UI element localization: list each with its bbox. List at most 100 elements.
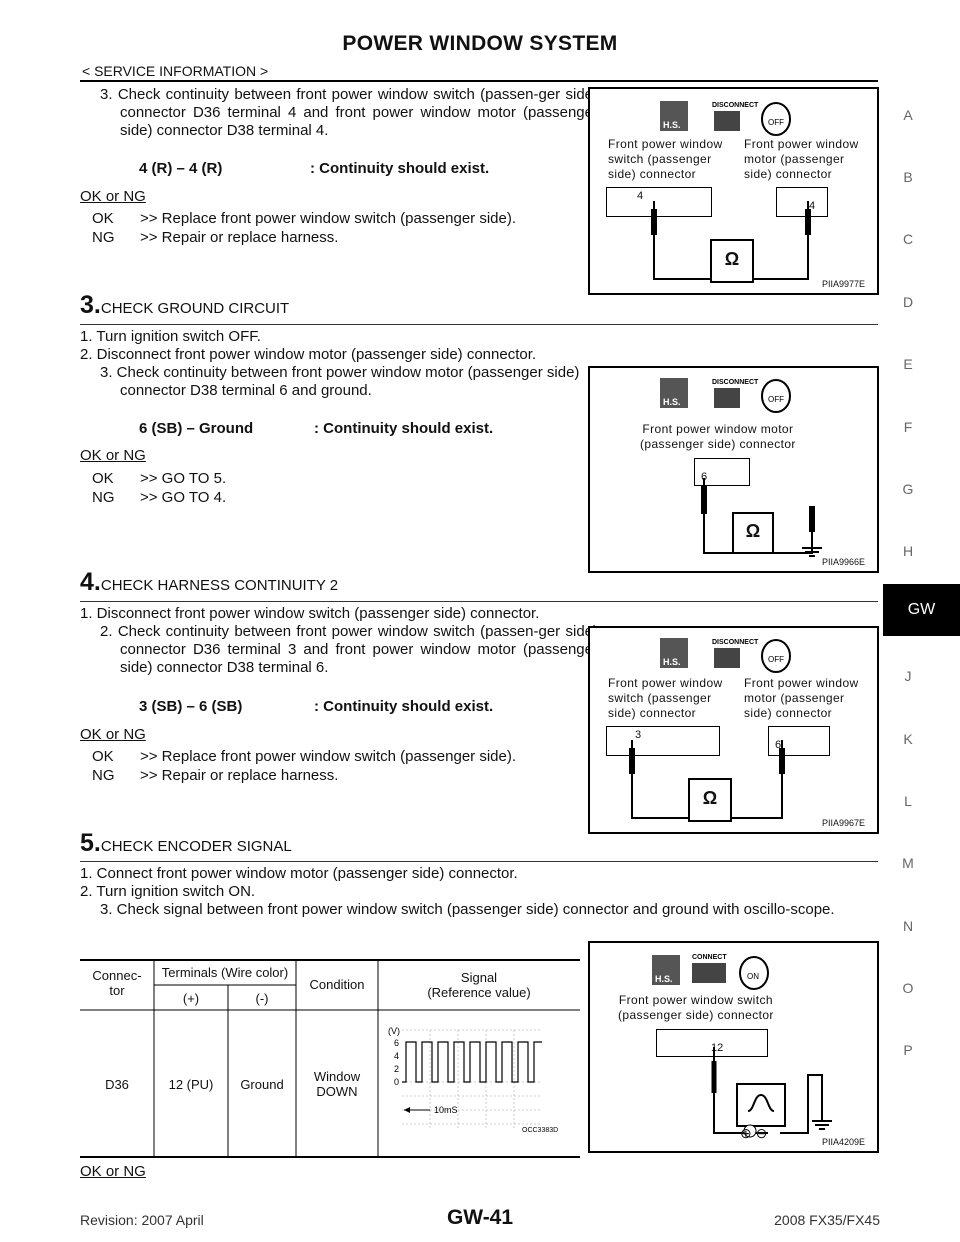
footer-revision: Revision: 2007 April xyxy=(80,1212,204,1228)
ok-option: OK>> GO TO 5. xyxy=(92,470,227,487)
svg-text:DISCONNECT: DISCONNECT xyxy=(712,379,759,386)
figure-code: PIIA9966E xyxy=(821,557,865,567)
index-letter-h[interactable]: H xyxy=(902,543,914,559)
switch-connector: 3 xyxy=(606,726,720,756)
svg-text:H.S.: H.S. xyxy=(663,657,681,667)
svg-text:CONNECT: CONNECT xyxy=(692,954,727,961)
svg-text:2: 2 xyxy=(394,1064,399,1074)
figure-code: PIIA9967E xyxy=(821,818,865,828)
svg-text:OFF: OFF xyxy=(768,655,784,664)
index-letter-g[interactable]: G xyxy=(902,481,914,497)
svg-text:OFF: OFF xyxy=(768,395,784,404)
oscilloscope-icon xyxy=(736,1083,786,1138)
index-letter-b[interactable]: B xyxy=(903,169,913,185)
ohmmeter-icon: Ω xyxy=(732,512,774,554)
switch-connector: 12 xyxy=(656,1029,768,1057)
svg-text:H.S.: H.S. xyxy=(663,120,681,130)
index-letter-e[interactable]: E xyxy=(903,356,913,372)
index-letter-f[interactable]: F xyxy=(903,419,913,435)
step5-item3: 3. Check signal between front power wind… xyxy=(100,901,835,918)
spec-left: 6 (SB) – Ground xyxy=(139,420,254,437)
svg-text:DISCONNECT: DISCONNECT xyxy=(712,102,759,109)
motor-connector: 4 xyxy=(776,187,828,217)
figure-encoder-signal: H.S. CONNECT ON Front power window switc… xyxy=(588,941,879,1153)
signal-table: Connec- tor Terminals (Wire color) (+) (… xyxy=(80,959,580,1158)
section-tab-gw[interactable]: GW xyxy=(883,584,960,636)
svg-text:6: 6 xyxy=(394,1038,399,1048)
svg-text:ON: ON xyxy=(747,972,759,981)
terminal-label: 3 xyxy=(635,729,642,741)
label-switch-connector: Front power window switch (passenger sid… xyxy=(608,676,723,720)
svg-text:H.S.: H.S. xyxy=(655,974,673,984)
header-condition: Condition xyxy=(309,977,365,992)
header-connector: Connec- tor xyxy=(92,968,142,998)
index-letter-l[interactable]: L xyxy=(904,793,912,809)
svg-text:0: 0 xyxy=(394,1077,399,1087)
step-rule xyxy=(80,324,878,325)
svg-text:(V): (V) xyxy=(388,1026,400,1036)
index-letter-o[interactable]: O xyxy=(902,980,914,996)
index-letter-m[interactable]: M xyxy=(902,855,914,871)
motor-connector: 6 xyxy=(768,726,830,756)
probe-wires xyxy=(711,1047,832,1134)
label-motor-connector: Front power window motor (passenger side… xyxy=(744,137,859,181)
header-rule xyxy=(80,80,878,82)
svg-text:10mS: 10mS xyxy=(434,1105,458,1115)
svg-text:DISCONNECT: DISCONNECT xyxy=(712,639,759,646)
index-letter-a[interactable]: A xyxy=(903,107,913,123)
terminal-label: 6 xyxy=(775,739,782,751)
index-letter-p[interactable]: P xyxy=(903,1042,913,1058)
step5-heading: 5.CHECK ENCODER SIGNAL xyxy=(80,829,292,857)
figure-continuity-4-4: H.S. DISCONNECT OFF Front power window s… xyxy=(588,87,879,295)
probe-wires xyxy=(629,740,785,819)
ng-option: NG>> Repair or replace harness. xyxy=(92,767,339,784)
ok-or-ng: OK or NG xyxy=(80,1163,146,1180)
hs-disconnect-icon: H.S. DISCONNECT OFF xyxy=(660,638,791,673)
cell-connector: D36 xyxy=(105,1077,129,1092)
cell-minus: Ground xyxy=(240,1077,284,1092)
plus-minus-icon: ⊕ ⊖ xyxy=(740,1125,768,1141)
step3-item2: 2. Disconnect front power window motor (… xyxy=(80,346,537,363)
spec-right: : Continuity should exist. xyxy=(314,420,494,437)
svg-text:H.S.: H.S. xyxy=(663,397,681,407)
ohmmeter-icon: Ω xyxy=(688,778,732,822)
hs-disconnect-icon: H.S. DISCONNECT OFF xyxy=(660,378,791,413)
index-letter-c[interactable]: C xyxy=(902,231,914,247)
spec-right: : Continuity should exist. xyxy=(310,160,490,177)
label-switch-connector: Front power window switch (passenger sid… xyxy=(618,993,774,1022)
step5-item2: 2. Turn ignition switch ON. xyxy=(80,883,256,900)
table-grid xyxy=(80,959,580,1158)
ok-option: OK>> Replace front power window switch (… xyxy=(92,210,517,227)
figure-ground-circuit: H.S. DISCONNECT OFF Front power window m… xyxy=(588,366,879,573)
header-terminals: Terminals (Wire color) xyxy=(161,965,289,980)
step3-heading: 3.CHECK GROUND CIRCUIT xyxy=(80,291,290,319)
svg-text:4: 4 xyxy=(394,1051,399,1061)
cell-condition: Window DOWN xyxy=(313,1069,361,1099)
hs-connect-icon: H.S. CONNECT ON xyxy=(652,954,769,990)
index-letter-n[interactable]: N xyxy=(902,918,914,934)
step4-item1: 1. Disconnect front power window switch … xyxy=(80,605,540,622)
ng-option: NG>> Repair or replace harness. xyxy=(92,229,339,246)
figure-continuity-3-6: H.S. DISCONNECT OFF Front power window s… xyxy=(588,626,879,834)
ok-or-ng: OK or NG xyxy=(80,447,146,464)
spec-right: : Continuity should exist. xyxy=(314,698,494,715)
breadcrumb: < SERVICE INFORMATION > xyxy=(82,63,269,79)
spec-left: 3 (SB) – 6 (SB) xyxy=(139,698,243,715)
index-letter-d[interactable]: D xyxy=(902,294,914,310)
svg-text:OCC3383D: OCC3383D xyxy=(522,1127,558,1134)
terminal-label: 6 xyxy=(701,471,708,483)
label-motor-connector: Front power window motor (passenger side… xyxy=(640,422,796,451)
hs-disconnect-icon: H.S. DISCONNECT OFF xyxy=(660,101,791,136)
cell-plus: 12 (PU) xyxy=(168,1077,214,1092)
step-rule xyxy=(80,601,878,602)
index-letter-k[interactable]: K xyxy=(903,731,913,747)
oscilloscope-waveform: (V) 6 4 2 0 10mS OCC3383D xyxy=(388,1026,558,1134)
step4-heading: 4.CHECK HARNESS CONTINUITY 2 xyxy=(80,568,339,596)
header-plus: (+) xyxy=(182,991,200,1006)
switch-connector: 4 xyxy=(606,187,712,217)
terminal-label: 4 xyxy=(809,200,816,212)
svg-text:OFF: OFF xyxy=(768,118,784,127)
step-rule xyxy=(80,861,878,862)
ng-option: NG>> GO TO 4. xyxy=(92,489,227,506)
index-letter-j[interactable]: J xyxy=(904,668,912,684)
